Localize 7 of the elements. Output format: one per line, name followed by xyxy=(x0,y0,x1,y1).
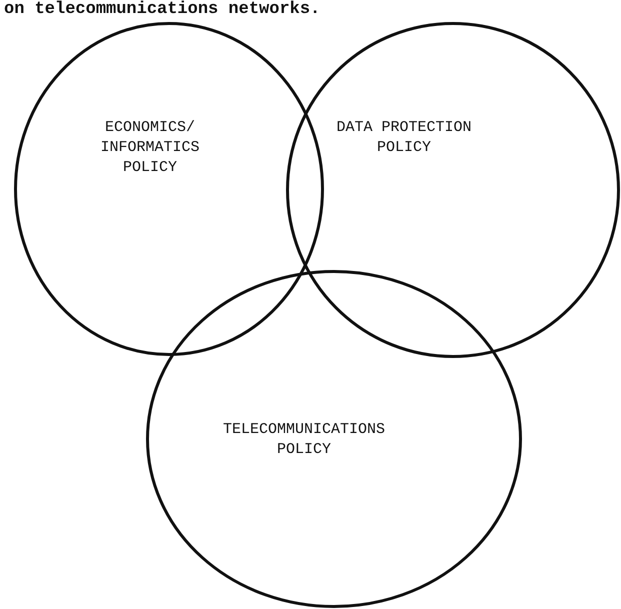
venn-circle xyxy=(14,22,324,356)
circle-label: DATA PROTECTION POLICY xyxy=(335,118,473,158)
caption-text: on telecommunications networks. xyxy=(4,0,320,20)
circle-label: TELECOMMUNICATIONS POLICY xyxy=(222,420,386,460)
venn-circle xyxy=(286,22,620,358)
venn-circle xyxy=(146,270,522,608)
circle-label: ECONOMICS/ INFORMATICS POLICY xyxy=(99,118,201,178)
